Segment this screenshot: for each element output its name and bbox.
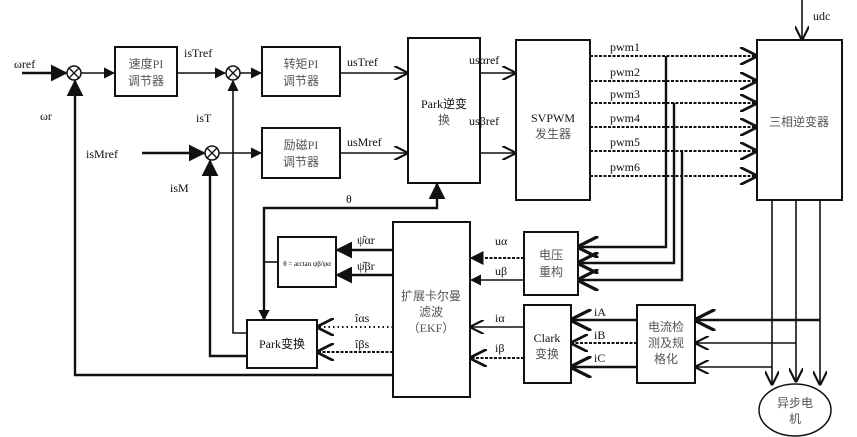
omega-r-label: ωr	[40, 109, 52, 123]
park-label: Park变换	[259, 336, 305, 351]
theta-label: θ	[346, 192, 352, 206]
flux-pi-label2: 调节器	[283, 155, 319, 169]
motor-label: 异步电	[777, 396, 813, 410]
usTref-label: usTref	[347, 55, 378, 69]
torque-pi-block	[261, 46, 341, 97]
motor-label2: 机	[789, 412, 801, 426]
psi-alpha-label: ψ̂αr	[357, 233, 375, 247]
arctan-formula: θ = arctan ψβ/ψα	[283, 260, 331, 268]
current-detect-label: 电流检	[648, 319, 684, 334]
svpwm-label: SVPWM	[531, 111, 575, 125]
speed-pi-label: 速度PI	[129, 56, 164, 71]
isMref-label: isMref	[86, 147, 118, 161]
voltage-rebuild-label2: 重构	[539, 264, 563, 279]
inverter-block	[756, 39, 843, 201]
i-beta-label: iβ	[495, 341, 504, 355]
speed-pi-label2: 调节器	[128, 74, 164, 88]
current-detect-label2: 测及规	[648, 335, 684, 350]
iA-label: iA	[594, 305, 606, 319]
svpwm-block	[515, 39, 591, 201]
inverter-label: 三相逆变器	[769, 114, 829, 129]
pwm-label: pwm6	[610, 160, 640, 174]
psi-beta-label: ψ̂βr	[357, 259, 375, 273]
ekf-label: 扩展卡尔曼	[401, 288, 461, 303]
usMref-label: usMref	[347, 135, 382, 149]
pwm-label: pwm2	[610, 65, 640, 79]
park-inverse-label2: 换	[438, 113, 450, 127]
sum-junction-speed	[66, 65, 82, 81]
isT-label: isT	[196, 111, 212, 125]
clark-label: Clark	[534, 331, 561, 345]
iC-label: iC	[594, 351, 605, 365]
ekf-label3: （EKF）	[408, 321, 455, 335]
current-detect-block	[636, 304, 696, 384]
speed-pi-block	[114, 46, 178, 97]
isM-label: isM	[170, 181, 189, 195]
usbetaref-label: usβref	[469, 114, 499, 128]
park-inverse-block	[407, 37, 481, 184]
sum-junction-flux	[204, 145, 220, 161]
svpwm-label2: 发生器	[535, 126, 571, 141]
sum-junction-torque	[225, 65, 241, 81]
torque-pi-label: 转矩PI	[284, 56, 319, 71]
clark-label2: 变换	[535, 346, 559, 361]
i-alpha-hat-label: îαs	[354, 311, 370, 325]
torque-pi-label2: 调节器	[283, 74, 319, 88]
pwm-label: pwm1	[610, 40, 640, 54]
current-detect-label3: 格化	[654, 351, 678, 366]
iB-label: iB	[594, 328, 605, 342]
pwm-label: pwm4	[610, 111, 640, 125]
motor	[758, 383, 832, 437]
pwm-label: pwm3	[610, 87, 640, 101]
pwm-label: pwm5	[610, 135, 640, 149]
u-beta-label: uβ	[495, 264, 507, 278]
i-beta-hat-label: îβs	[354, 337, 369, 351]
park-inverse-label: Park逆变	[421, 96, 467, 111]
ekf-block	[392, 221, 471, 398]
flux-pi-label: 励磁PI	[284, 137, 319, 152]
i-alpha-label: iα	[495, 311, 505, 325]
voltage-rebuild-label: 电压	[539, 248, 563, 262]
pwm-lines: pwm1 pwm2 pwm3 pwm4 pwm5 pwm6	[590, 40, 756, 176]
flux-pi-block	[261, 127, 341, 179]
ekf-label2: 滤波	[419, 305, 443, 319]
park-block	[246, 319, 318, 369]
omega-ref-label: ωref	[14, 57, 35, 71]
voltage-rebuild-block	[523, 231, 579, 296]
u-alpha-label: uα	[495, 234, 508, 248]
isTref-label: isTref	[184, 46, 212, 60]
usalpharef-label: usαref	[469, 53, 499, 67]
udc-label: udc	[813, 9, 830, 23]
